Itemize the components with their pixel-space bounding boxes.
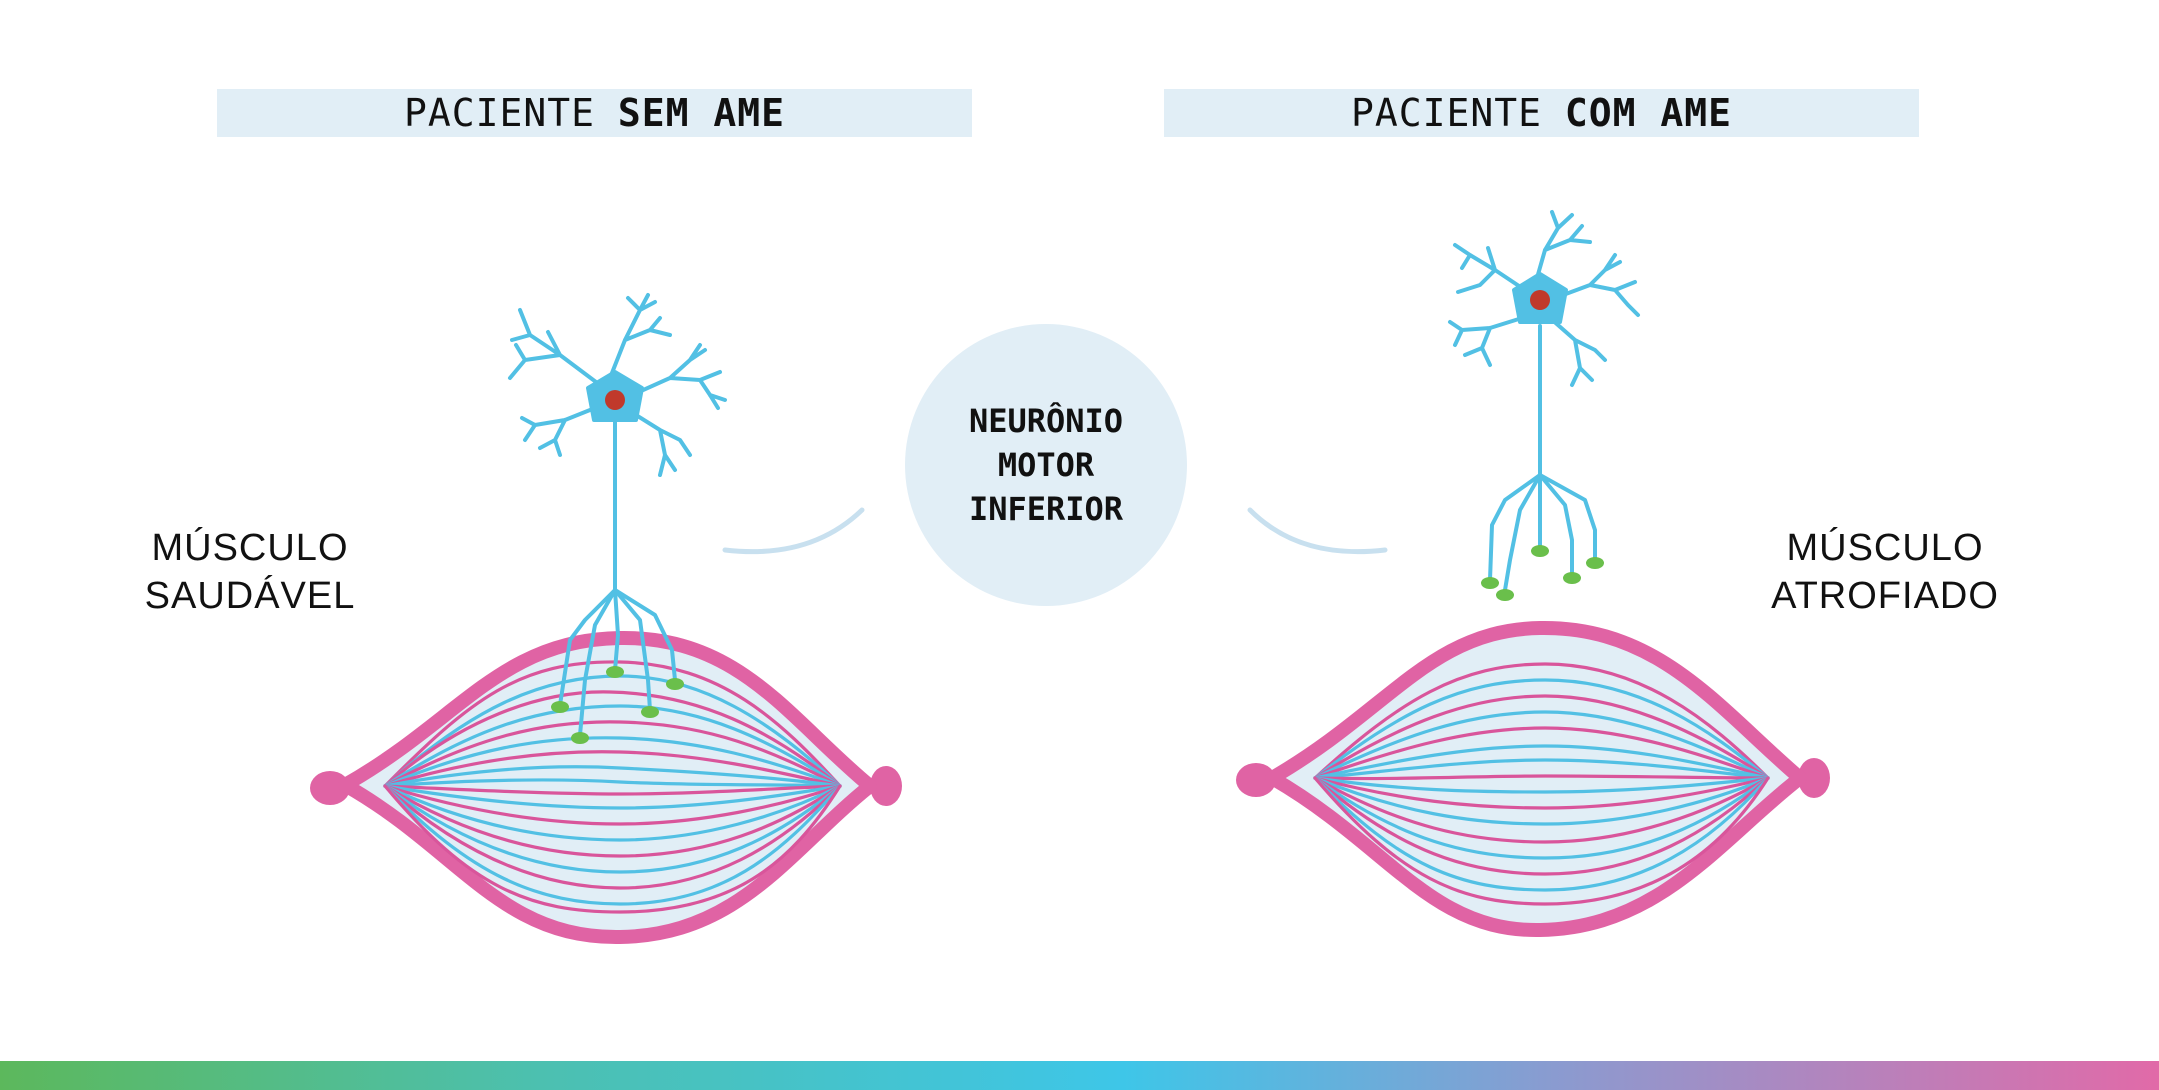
- motor-neuron-degenerated: [1448, 210, 1640, 592]
- atrophied-muscle: [1236, 620, 1830, 938]
- tendon-left-knob: [310, 771, 350, 805]
- footer-gradient-bar: [0, 1061, 2159, 1090]
- center-label-line2: MOTOR: [997, 446, 1095, 484]
- synapses-healthy: [551, 666, 684, 744]
- tendon-right-knob: [1798, 758, 1830, 798]
- label-left-line1: MÚSCULO: [151, 527, 349, 569]
- healthy-muscle: [310, 630, 902, 945]
- center-label-line3: INFERIOR: [968, 490, 1124, 528]
- connector-arc-right: [1247, 507, 1388, 555]
- header-left-prefix: PACIENTE: [404, 91, 596, 135]
- label-atrophied-muscle: MÚSCULO ATROFIADO: [1760, 524, 2010, 620]
- label-left-line2: SAUDÁVEL: [144, 575, 356, 617]
- motor-neuron-label-circle: NEURÔNIO MOTOR INFERIOR: [905, 324, 1187, 606]
- synapses-detached: [1481, 545, 1604, 601]
- header-left-emphasis: SEM AME: [617, 91, 785, 135]
- tendon-right-knob: [870, 766, 902, 806]
- tendon-left-knob: [1236, 763, 1276, 797]
- center-label-line1: NEURÔNIO: [968, 402, 1124, 440]
- label-right-line1: MÚSCULO: [1786, 527, 1984, 569]
- motor-neuron-healthy: [508, 293, 727, 737]
- header-paciente-sem-ame: PACIENTE SEM AME: [217, 89, 972, 137]
- connector-arc-left: [722, 507, 865, 555]
- label-healthy-muscle: MÚSCULO SAUDÁVEL: [130, 524, 370, 620]
- label-right-line2: ATROFIADO: [1771, 575, 1999, 617]
- neuron-nucleus: [605, 390, 625, 410]
- header-paciente-com-ame: PACIENTE COM AME: [1164, 89, 1919, 137]
- header-right-emphasis: COM AME: [1564, 91, 1732, 135]
- header-right-prefix: PACIENTE: [1351, 91, 1543, 135]
- neuron-nucleus: [1530, 290, 1550, 310]
